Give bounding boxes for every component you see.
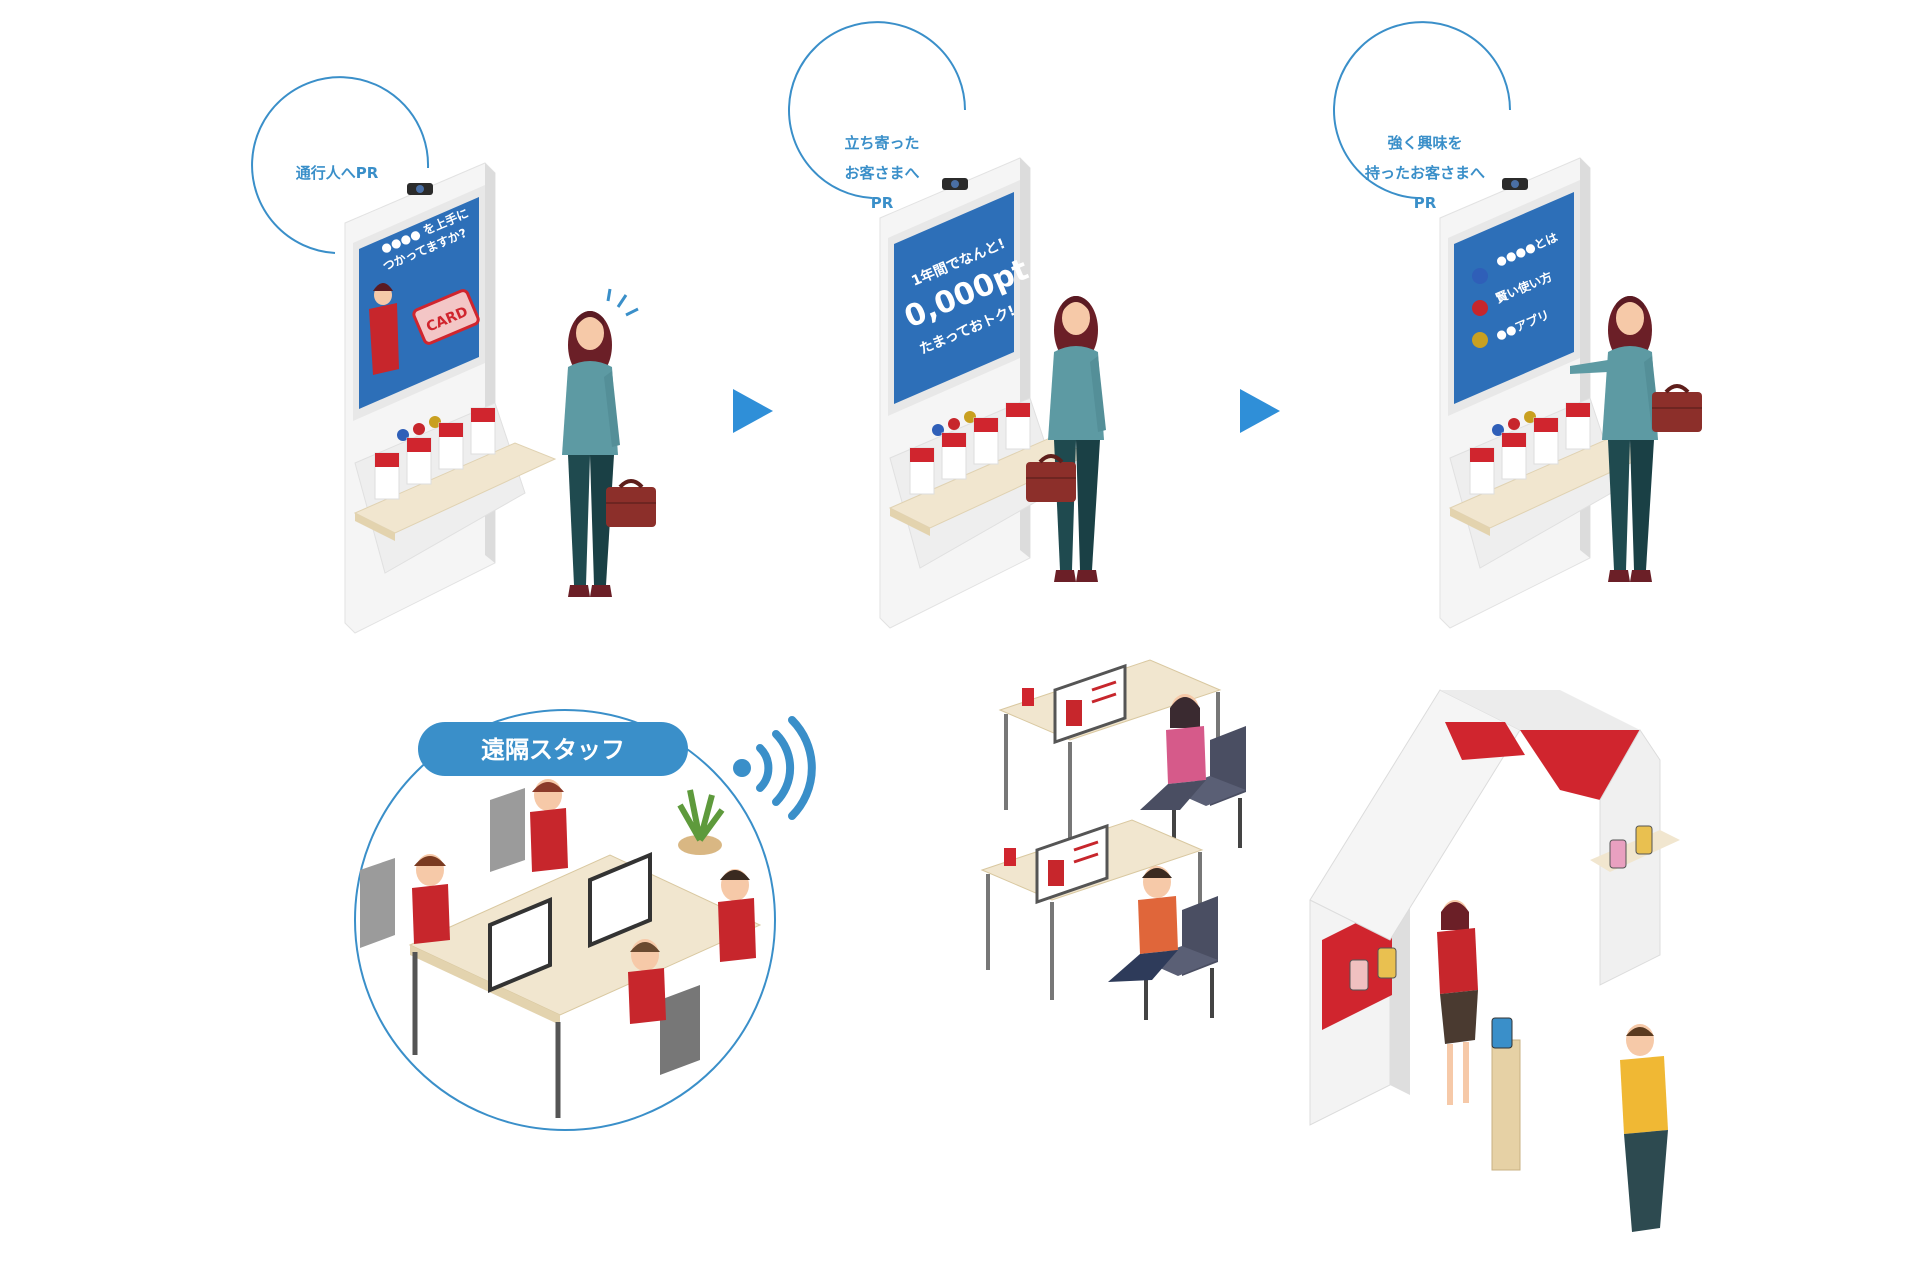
speech-bubble: [251, 76, 430, 254]
remote-desks: [980, 658, 1248, 1022]
staff-label-pill: [418, 722, 688, 776]
bubble-text: お客さまへ: [844, 164, 919, 182]
speech-bubble: [1333, 21, 1511, 199]
bubble-text: 通行人へPR: [296, 164, 379, 182]
bubble-text: 持ったお客さまへ: [1365, 164, 1485, 182]
step-3: 強く興味を 持ったお客さまへ PR ●●●●とは 賢い使い方 ●●アプリ: [1333, 21, 1704, 629]
step-2: 立ち寄った お客さまへ PR 1年間でなんと! 0,000pt たまっておトク!: [788, 21, 1106, 629]
bubble-text: PR: [871, 194, 894, 212]
remote-desk-top: [998, 658, 1248, 852]
store-booth: [1309, 689, 1680, 1232]
flow-arrow-2: [1240, 389, 1280, 433]
remote-desk-bottom: [980, 818, 1220, 1022]
kiosk-pr-icon: ●●●● を上手に つかってますか? CARD: [344, 162, 556, 634]
flow-arrow-1: [733, 389, 773, 433]
kiosk-visitor-icon: 1年間でなんと! 0,000pt たまっておトク!: [879, 157, 1091, 629]
office-scene: [360, 779, 762, 1118]
kiosk-interest-icon: ●●●●とは 賢い使い方 ●●アプリ: [1439, 157, 1651, 629]
touching-woman: [1570, 296, 1704, 582]
bubble-text: PR: [1414, 194, 1437, 212]
walking-woman: [562, 288, 658, 597]
speech-bubble: [788, 21, 966, 199]
remote-staff: 遠隔スタッフ: [354, 709, 816, 1131]
bubble-text: 立ち寄った: [844, 134, 919, 152]
wifi-signal-icon: [733, 716, 816, 820]
staff-label: 遠隔スタッフ: [481, 736, 625, 764]
remote-office-circle: [354, 709, 776, 1131]
bubble-text: 強く興味を: [1387, 134, 1462, 152]
step-1: 通行人へPR ●●●● を上手に つかってますか? CARD: [251, 76, 658, 634]
